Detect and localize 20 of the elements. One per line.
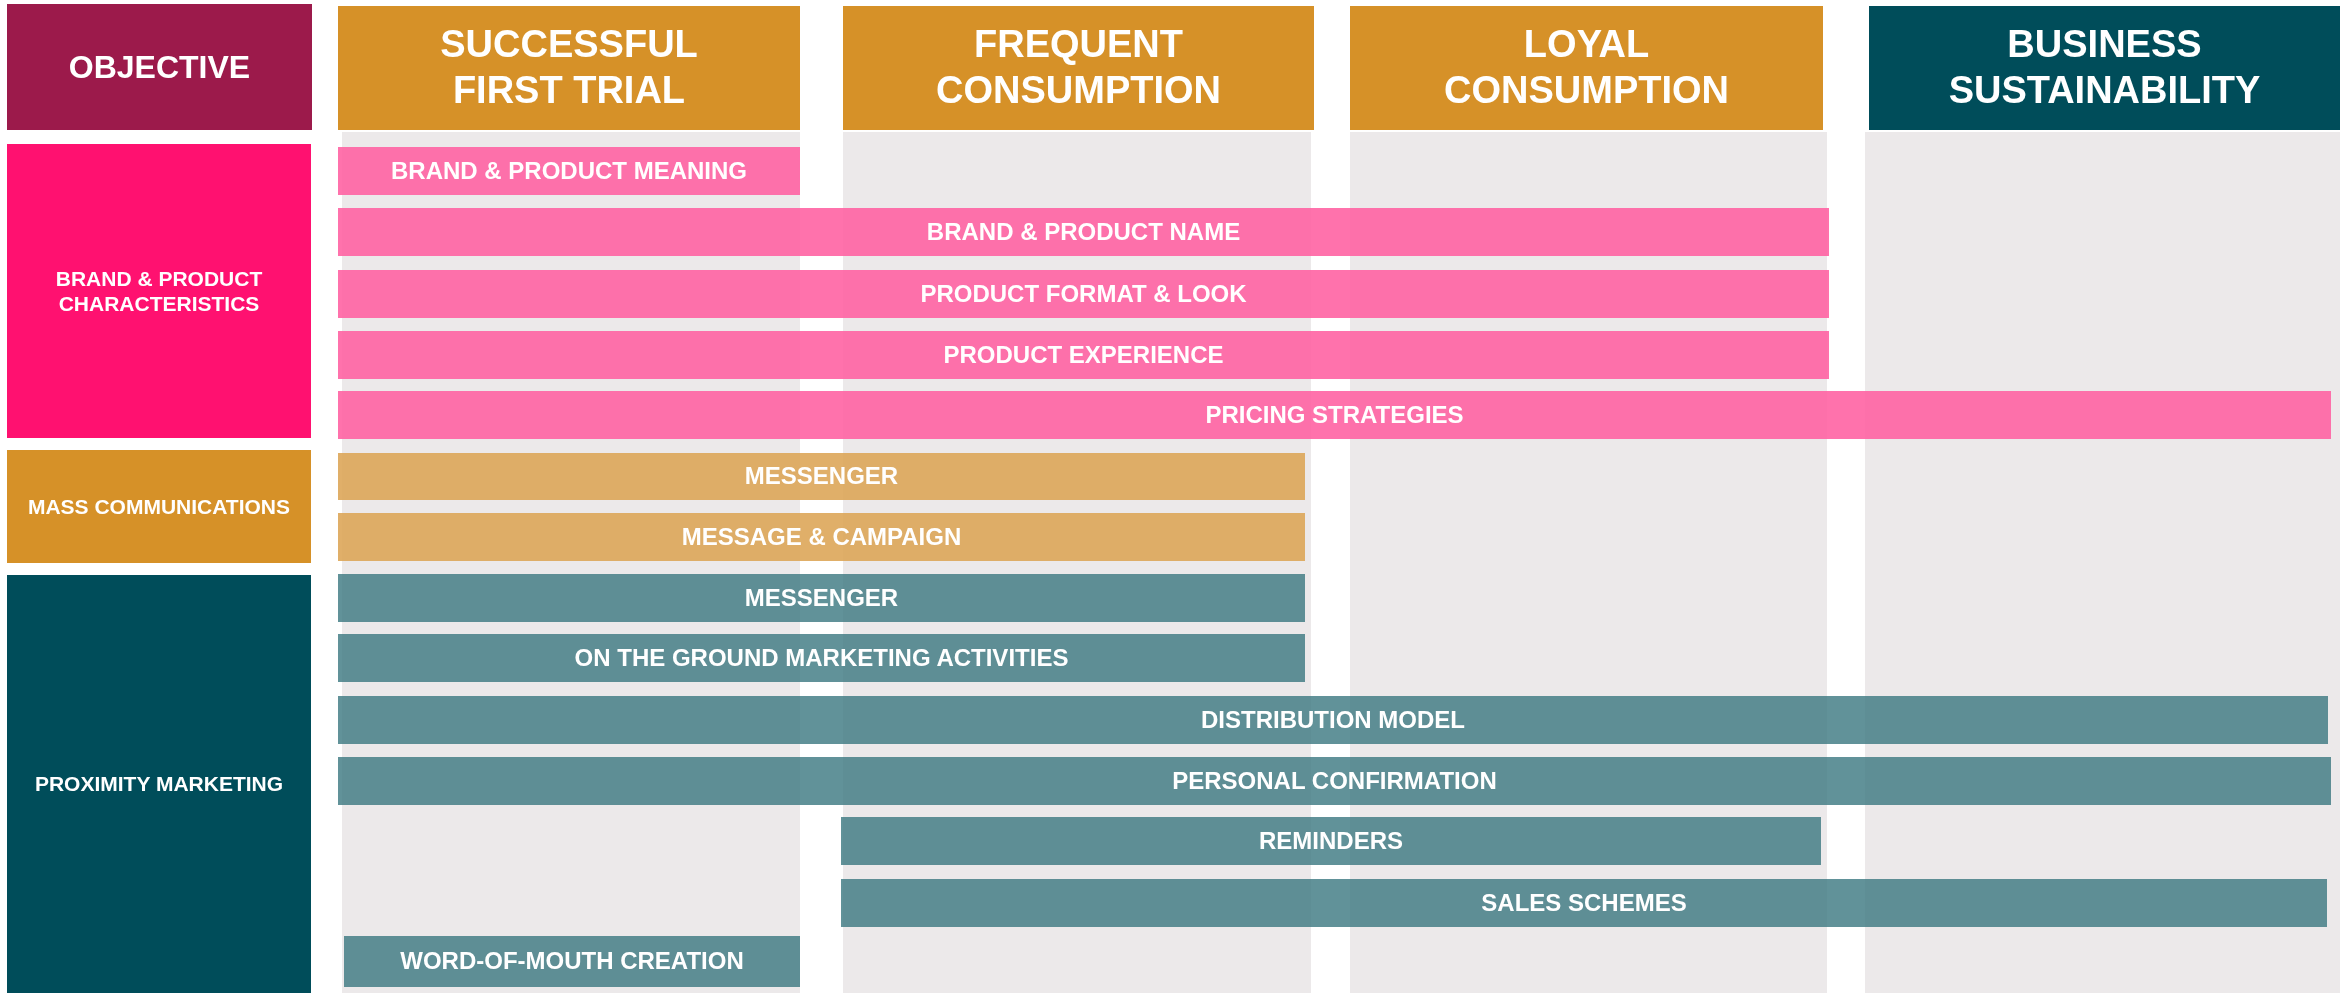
stage-header: FREQUENT CONSUMPTION — [843, 6, 1314, 130]
timeline-bar: PRODUCT EXPERIENCE — [338, 331, 1829, 379]
timeline-bar: MESSENGER — [338, 453, 1305, 500]
timeline-bar: REMINDERS — [841, 817, 1821, 865]
timeline-bar: SALES SCHEMES — [841, 879, 2327, 927]
stage-header: LOYAL CONSUMPTION — [1350, 6, 1823, 130]
objective-header: OBJECTIVE — [7, 4, 312, 130]
timeline-bar: BRAND & PRODUCT NAME — [338, 208, 1829, 256]
timeline-bar: PRICING STRATEGIES — [338, 391, 2331, 439]
timeline-bar: MESSENGER — [338, 574, 1305, 622]
timeline-bar: DISTRIBUTION MODEL — [338, 696, 2328, 744]
stage-header: BUSINESS SUSTAINABILITY — [1869, 6, 2340, 130]
timeline-bar: ON THE GROUND MARKETING ACTIVITIES — [338, 634, 1305, 682]
timeline-bar: MESSAGE & CAMPAIGN — [338, 513, 1305, 561]
timeline-bar: PRODUCT FORMAT & LOOK — [338, 270, 1829, 318]
stage-header: SUCCESSFUL FIRST TRIAL — [338, 6, 800, 130]
row-header: MASS COMMUNICATIONS — [7, 450, 311, 563]
timeline-bar: PERSONAL CONFIRMATION — [338, 757, 2331, 805]
row-header: BRAND & PRODUCT CHARACTERISTICS — [7, 144, 311, 438]
row-header: PROXIMITY MARKETING — [7, 575, 311, 993]
